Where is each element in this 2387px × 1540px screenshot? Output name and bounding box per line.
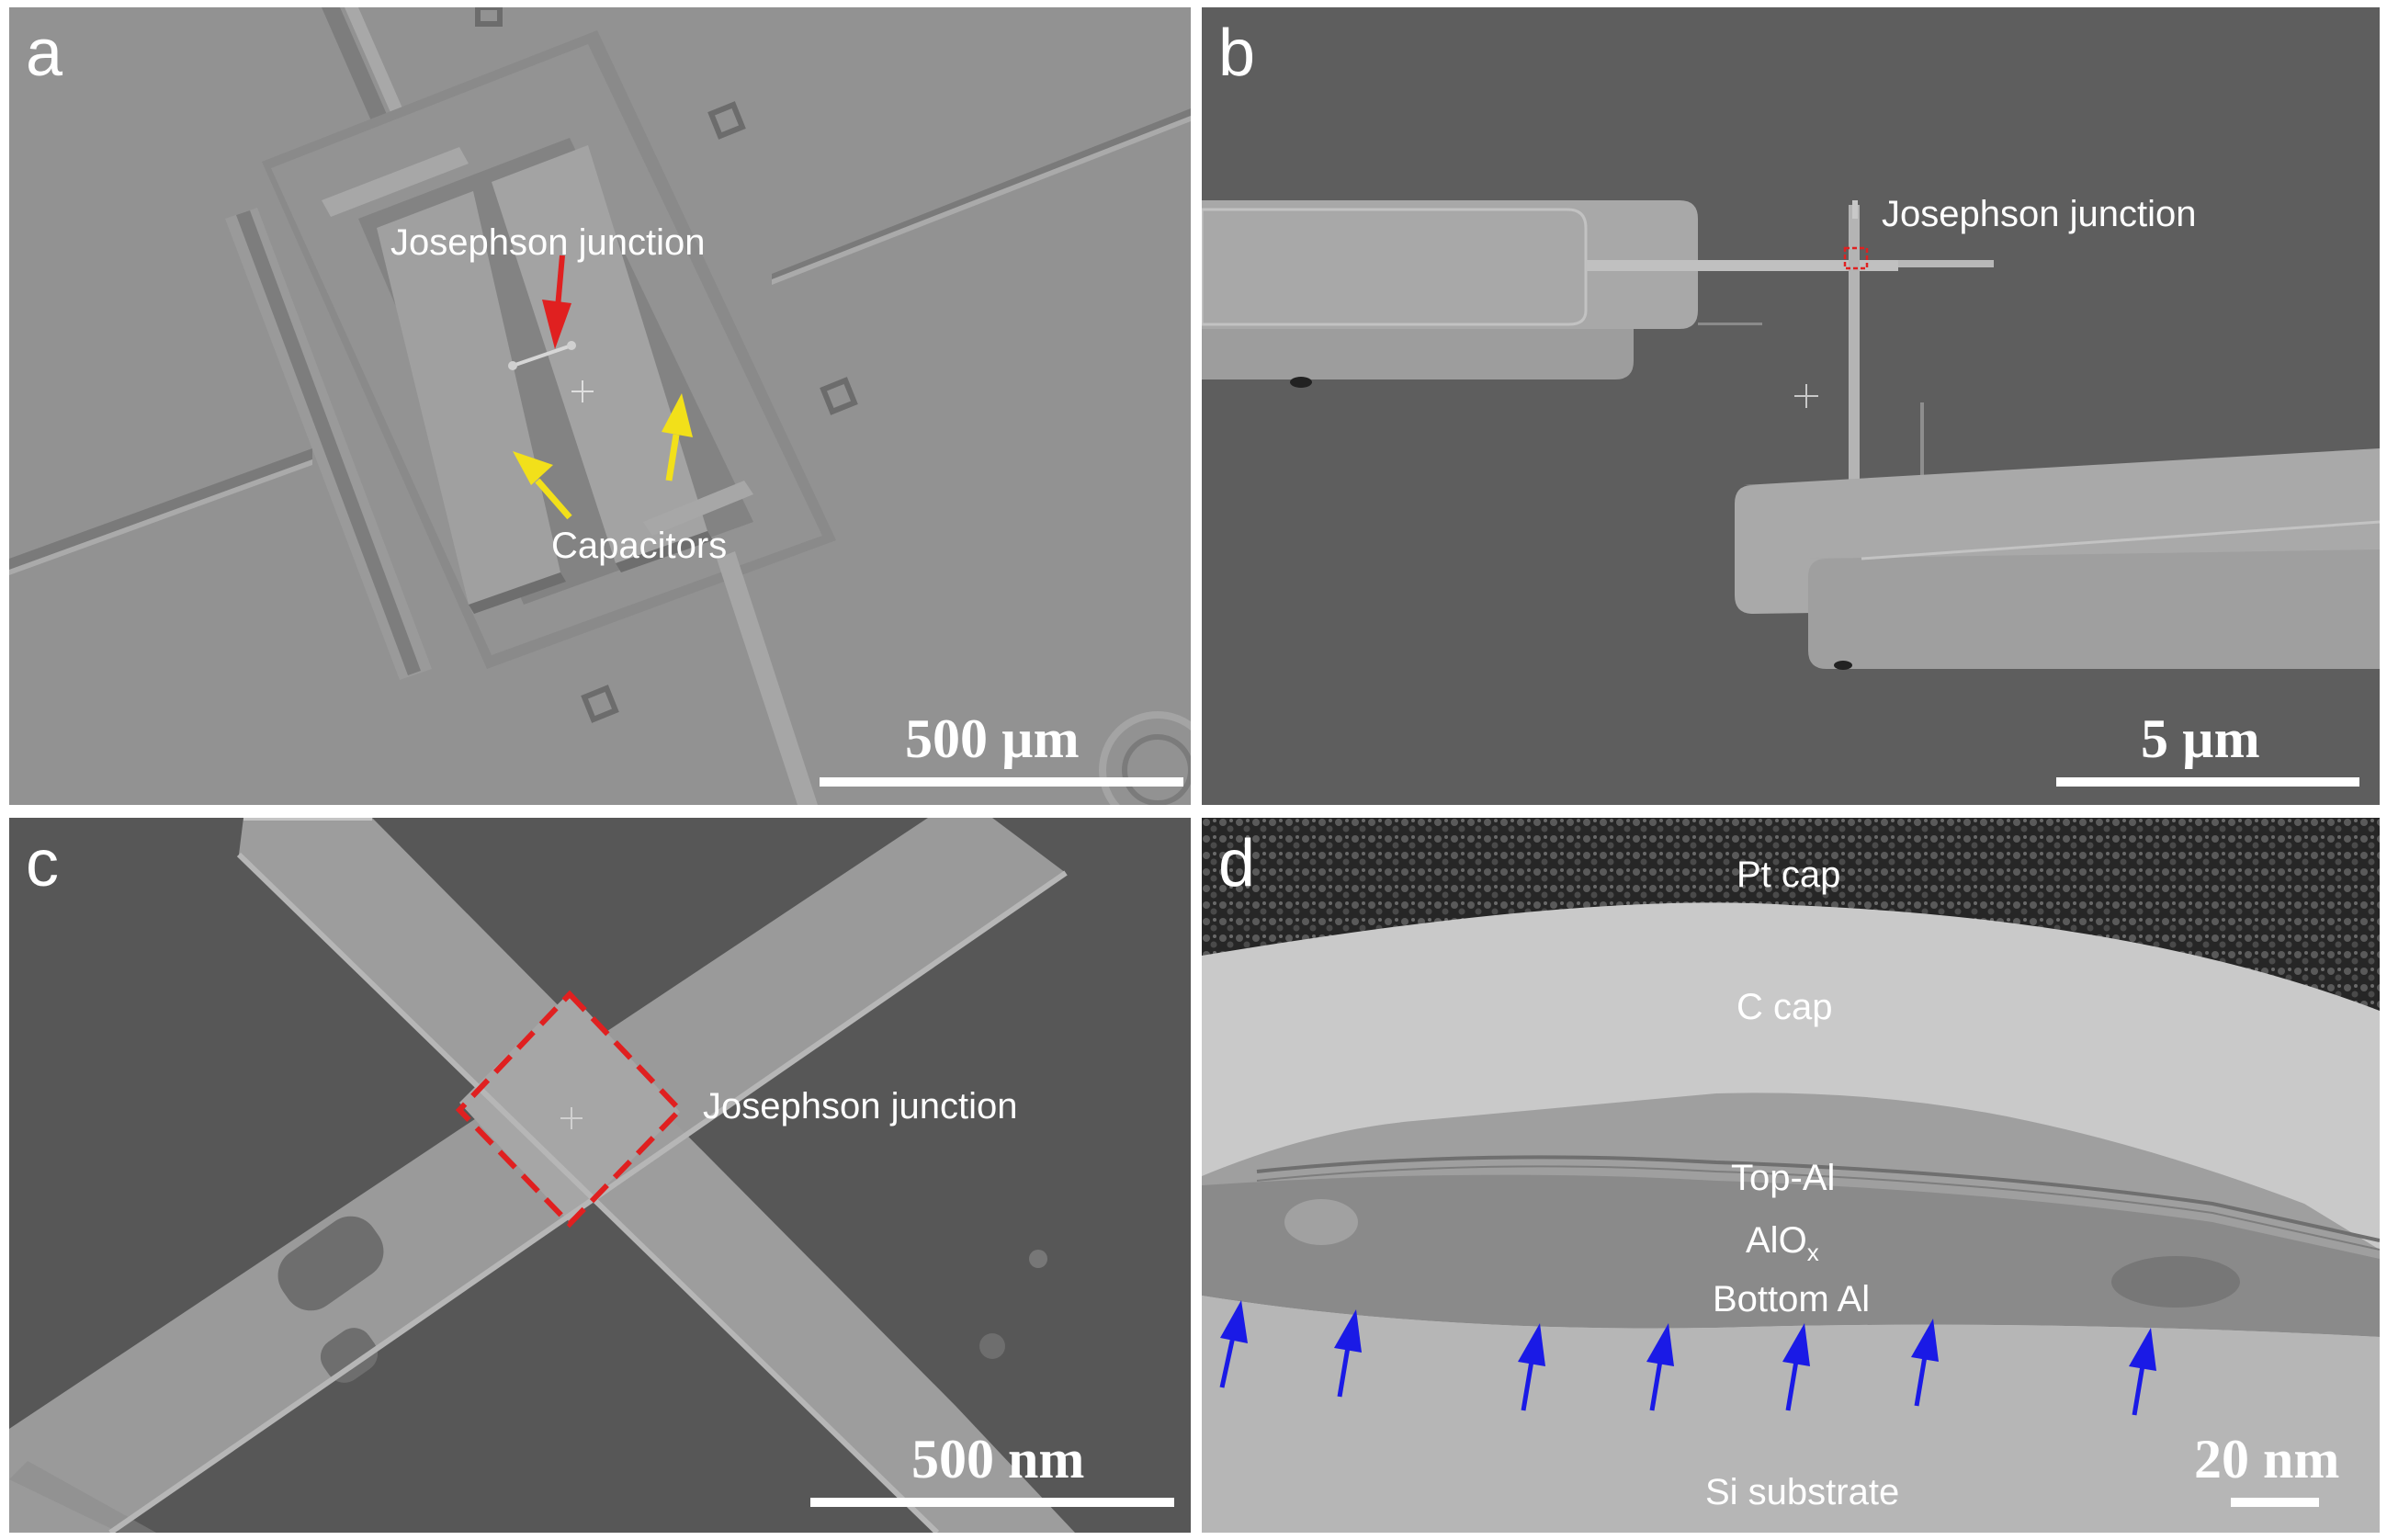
scale-bar-label-a: 500 µm — [905, 708, 1080, 769]
scale-bar-label-d: 20 nm — [2194, 1429, 2340, 1489]
tem-image-d — [1202, 818, 2380, 1533]
scale-bar-label-c: 500 nm — [911, 1429, 1085, 1489]
crosshair-icon — [571, 380, 594, 402]
label-pt-cap: Pt cap — [1737, 855, 1841, 895]
red-arrow-icon — [542, 255, 571, 349]
panel-letter-b: b — [1218, 17, 1256, 90]
crosshair-icon — [560, 1107, 583, 1129]
scale-bar-c — [810, 1498, 1174, 1507]
label-top-al: Top-Al — [1731, 1158, 1836, 1198]
panel-b: b Josephson junction 5 µm — [1202, 7, 2380, 805]
label-si-substrate: Si substrate — [1705, 1472, 1900, 1512]
panel-c: c Josephson junction 500 nm — [9, 818, 1191, 1533]
panel-a: a Josephson junction Capacitors 500 µm — [9, 7, 1191, 805]
scale-bar-a — [820, 777, 1183, 787]
blue-arrow-icon — [1219, 1300, 2156, 1416]
panel-d: d Pt cap C cap Top-Al AlOx Bottom Al Si … — [1202, 818, 2380, 1533]
sem-image-a — [9, 7, 1191, 805]
label-josephson-junction-c: Josephson junction — [703, 1086, 1018, 1127]
label-c-cap: C cap — [1737, 987, 1833, 1027]
panel-letter-a: a — [26, 17, 63, 90]
yellow-arrow-icon — [513, 393, 693, 520]
label-alox: AlOx — [1746, 1220, 1819, 1266]
label-josephson-junction-a: Josephson junction — [390, 222, 706, 263]
label-capacitors-a: Capacitors — [551, 526, 728, 566]
crosshair-icon — [1794, 384, 1818, 408]
label-bottom-al: Bottom Al — [1713, 1279, 1871, 1319]
scale-bar-b — [2056, 777, 2359, 787]
scale-bar-d — [2231, 1498, 2319, 1507]
panel-letter-c: c — [26, 827, 59, 900]
sem-image-b — [1202, 7, 2380, 805]
label-josephson-junction-b: Josephson junction — [1882, 194, 2197, 234]
panel-letter-d: d — [1218, 827, 1256, 900]
sem-image-c — [9, 818, 1191, 1533]
junction-highlight-box — [455, 990, 684, 1229]
scale-bar-label-b: 5 µm — [2141, 708, 2260, 769]
